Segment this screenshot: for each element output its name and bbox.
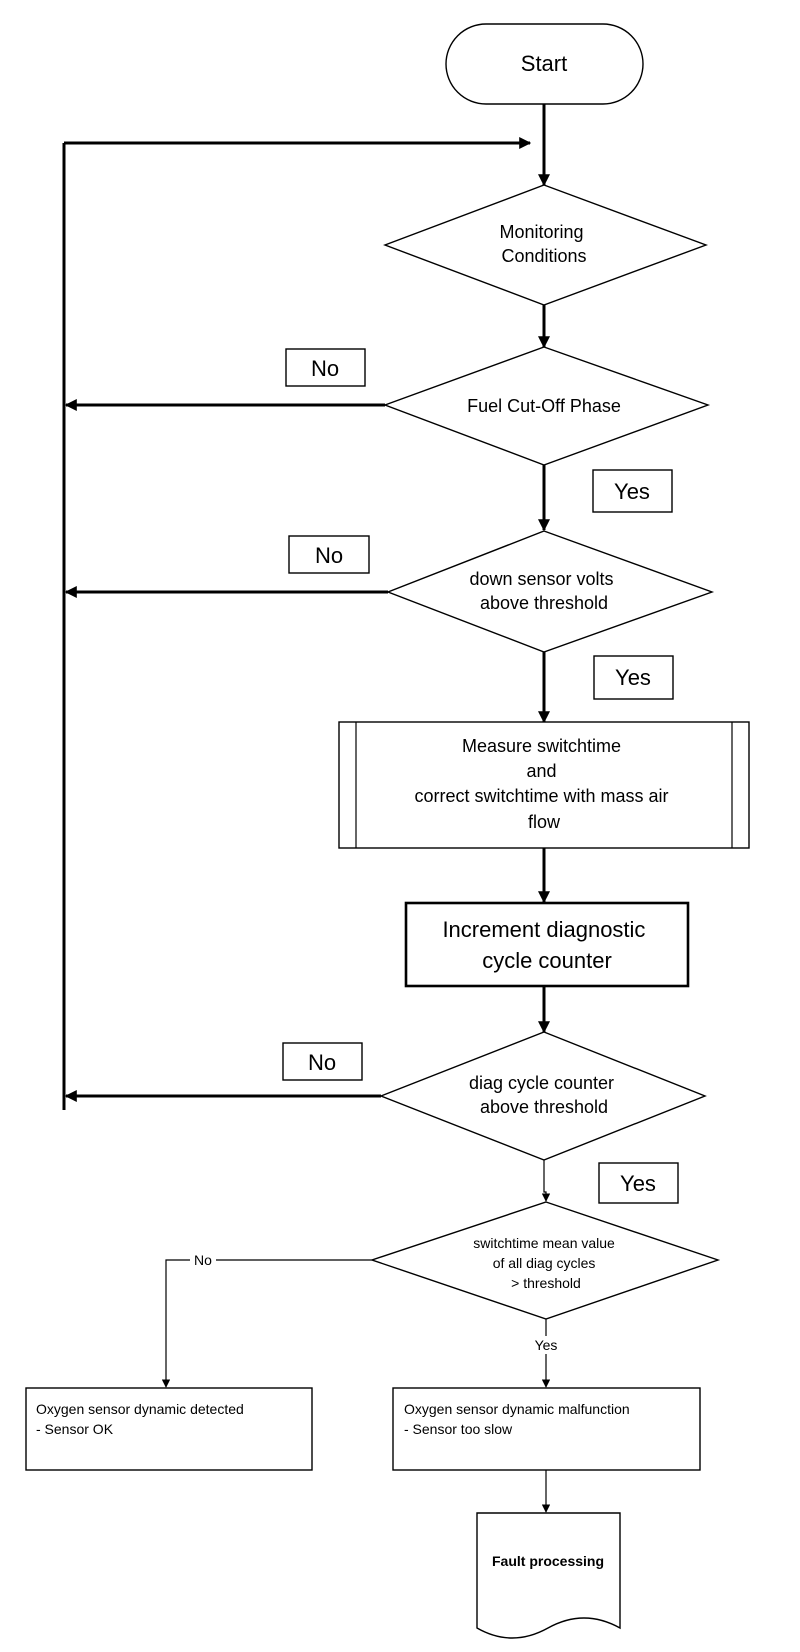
fuel-cutoff-decision: Fuel Cut-Off Phase [382,346,711,466]
increment-counter-process: Increment diagnostic cycle counter [404,901,690,988]
svg-text:No: No [315,543,343,568]
fuel-cutoff-label: Fuel Cut-Off Phase [467,396,621,416]
down-sensor-decision: down sensor volts above threshold [386,530,715,653]
switchtime-mean-decision: switchtime mean value of all diag cycles… [369,1201,721,1320]
start-node: Start [445,23,644,105]
sensor-slow-label: Oxygen sensor dynamic malfunction - Sens… [404,1401,634,1437]
svg-text:No: No [194,1252,212,1268]
down-sensor-label: down sensor volts above threshold [469,569,618,613]
svg-text:Yes: Yes [614,479,650,504]
monitoring-conditions-decision: Monitoring Conditions [383,184,709,306]
start-label: Start [521,51,567,76]
diag-counter-decision: diag cycle counter above threshold [379,1031,707,1161]
sensor-ok-label: Oxygen sensor dynamic detected - Sensor … [36,1401,248,1437]
diag-counter-label: diag cycle counter above threshold [469,1073,619,1117]
fuel-no-label: No [285,348,366,387]
svg-text:Yes: Yes [615,665,651,690]
sensor-slow-box: Oxygen sensor dynamic malfunction - Sens… [392,1387,701,1471]
measure-label: Measure switchtime and correct switchtim… [414,736,673,832]
fault-processing-label: Fault processing [492,1553,604,1569]
diag-yes-label: Yes [598,1162,679,1204]
sensor-ok-box: Oxygen sensor dynamic detected - Sensor … [25,1387,313,1471]
svg-text:Yes: Yes [535,1337,558,1353]
switchtime-mean-label: switchtime mean value of all diag cycles… [473,1235,619,1291]
down-sensor-no-label: No [288,535,370,574]
svg-text:No: No [308,1050,336,1075]
diag-no-label: No [282,1042,363,1081]
diag-yes-arrow [541,1160,551,1202]
svg-text:No: No [311,356,339,381]
monitoring-label: Monitoring Conditions [499,222,588,266]
measure-switchtime-process: Measure switchtime and correct switchtim… [338,721,750,849]
down-sensor-yes-label: Yes [593,655,674,700]
mean-yes-label: Yes [528,1336,564,1354]
fuel-yes-label: Yes [592,469,673,513]
increment-label: Increment diagnostic cycle counter [442,917,651,973]
svg-text:Yes: Yes [620,1171,656,1196]
fault-processing-document: Fault processing [476,1512,621,1639]
mean-no-arrow [161,1259,372,1388]
mean-no-label: No [190,1250,216,1268]
